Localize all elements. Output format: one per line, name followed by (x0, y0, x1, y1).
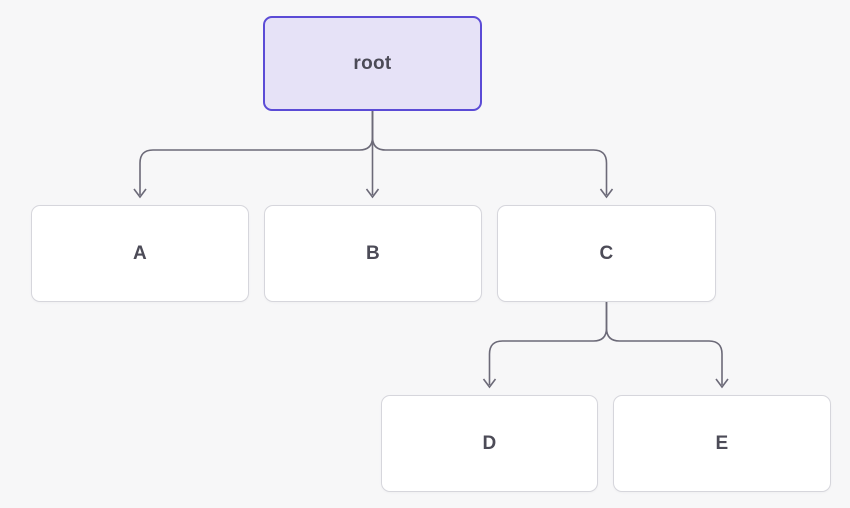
node-e-label: E (715, 432, 729, 454)
node-d-label: D (482, 432, 497, 454)
node-a[interactable]: A (31, 205, 249, 302)
node-d[interactable]: D (381, 395, 598, 492)
edge-c-d-arrowhead-icon (482, 378, 497, 389)
edge-root-c-arrowhead-icon (599, 188, 614, 199)
node-b-label: B (365, 242, 381, 264)
node-a-label: A (132, 242, 148, 264)
edge-root-b-arrowhead-icon (365, 188, 380, 199)
edge-c-e (605, 302, 723, 385)
edge-root-c (371, 111, 608, 195)
edge-root-a-arrowhead-icon (133, 188, 147, 199)
node-root-label: root (353, 52, 392, 74)
node-b[interactable]: B (264, 205, 482, 302)
node-e[interactable]: E (613, 395, 831, 492)
node-c[interactable]: C (497, 205, 716, 302)
edge-root-a (139, 111, 374, 195)
node-c-label: C (599, 242, 614, 264)
edge-c-d (488, 302, 608, 385)
node-root[interactable]: root (263, 16, 482, 111)
edge-c-e-arrowhead-icon (715, 378, 729, 389)
